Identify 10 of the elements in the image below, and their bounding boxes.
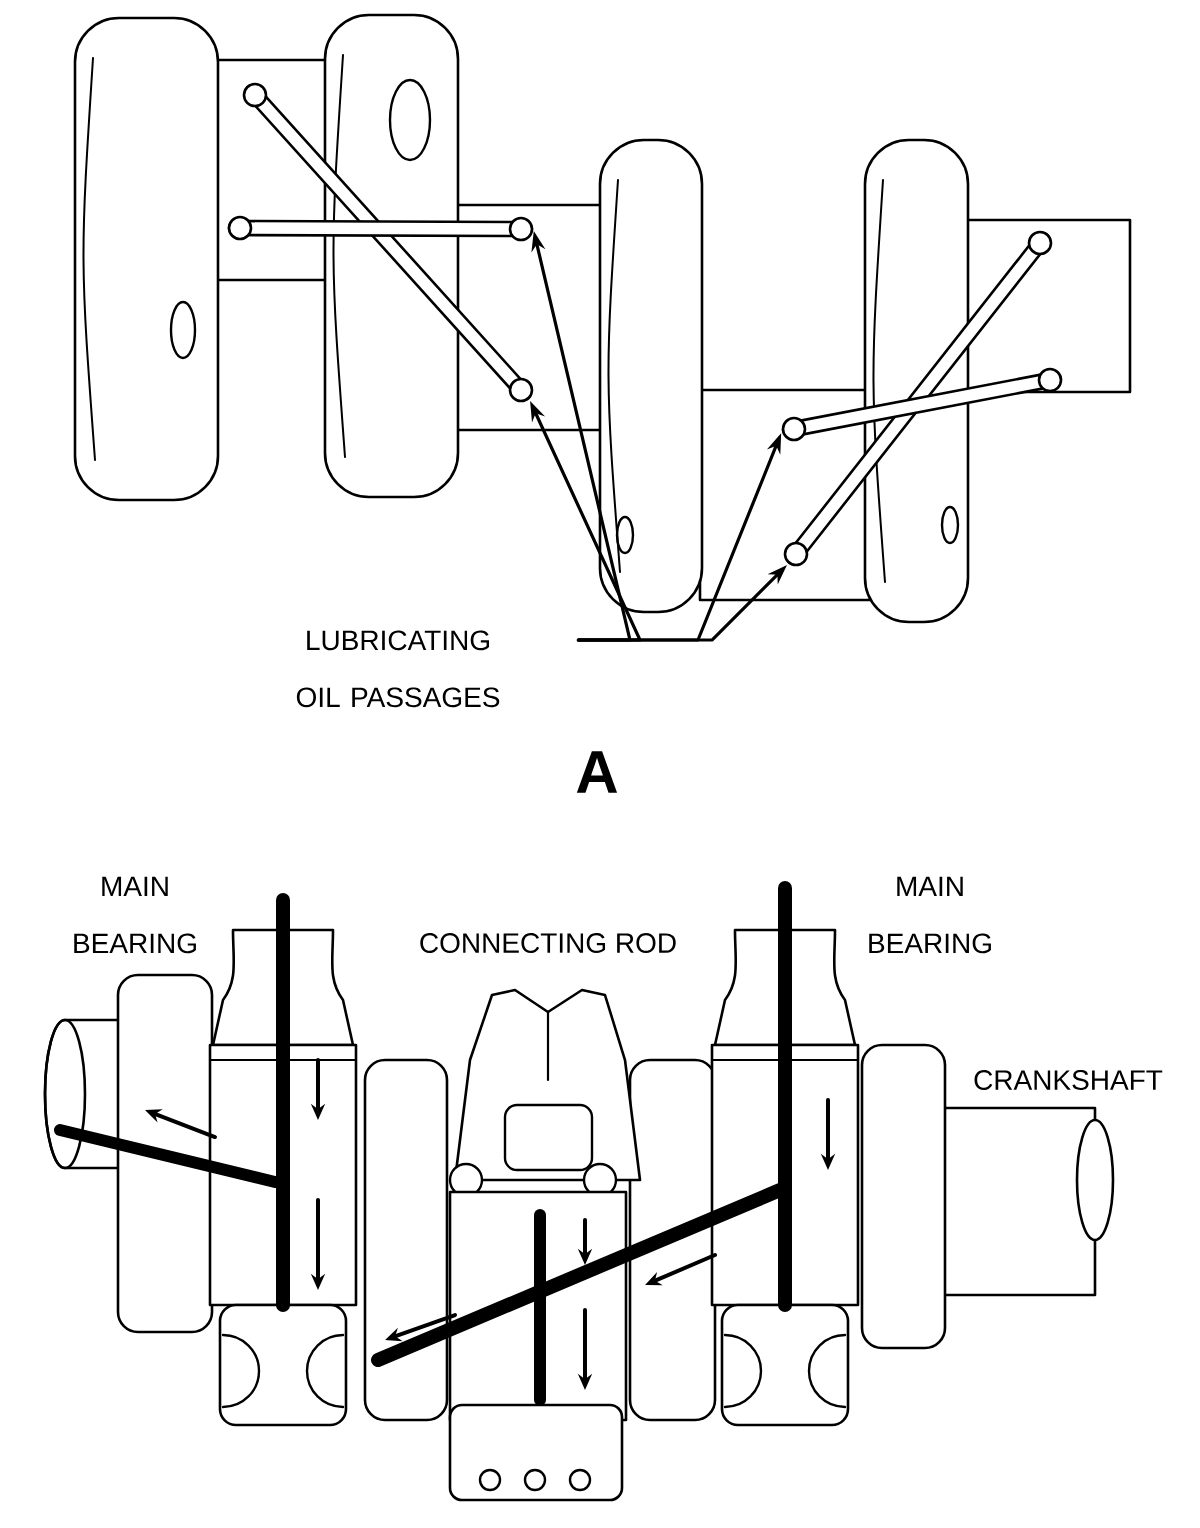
- figure-letter: A: [576, 751, 618, 793]
- part-label: CONNECTING ROD: [420, 933, 676, 953]
- oil-passage: [783, 230, 1053, 567]
- part-label: CRANKSHAFT: [974, 1070, 1163, 1090]
- oil-passage: [227, 215, 534, 242]
- part-label: MAIN BEARING: [869, 876, 991, 954]
- oil-passage: [781, 367, 1063, 442]
- part-label: MAIN BEARING: [74, 876, 196, 954]
- callout-label: LUBRICATING OIL PASSAGES: [296, 630, 500, 708]
- oil-passage: [242, 82, 534, 403]
